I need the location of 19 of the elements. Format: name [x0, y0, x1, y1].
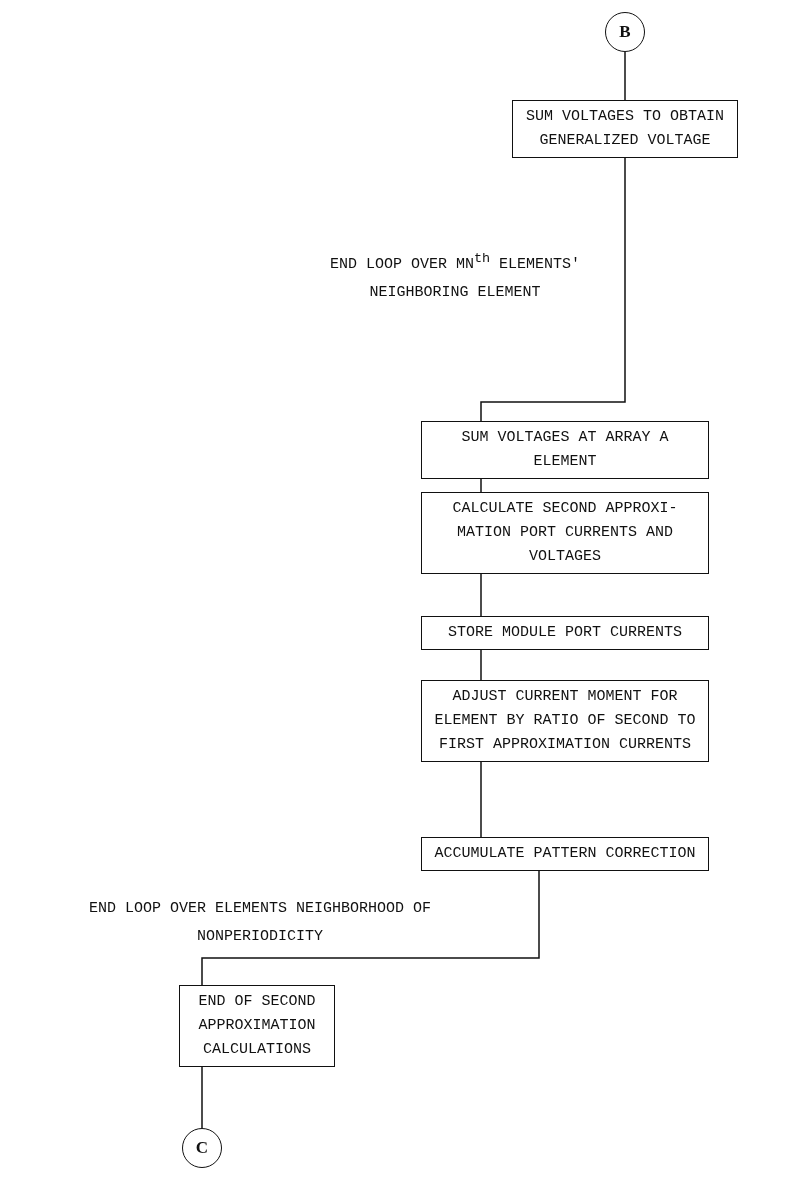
process-box: CALCULATE SECOND APPROXI- MATION PORT CURRENTS AND VOLTAGES	[421, 492, 709, 574]
process-box: SUM VOLTAGES AT ARRAY A ELEMENT	[421, 421, 709, 479]
connector-line	[480, 649, 482, 681]
process-box: ADJUST CURRENT MOMENT FOR ELEMENT BY RATIO OF SECOND TO FIRST APPROXIMATION CURRENTS	[421, 680, 709, 762]
connector-circle: B	[605, 12, 645, 52]
process-box: ACCUMULATE PATTERN CORRECTION	[421, 837, 709, 871]
connector-line	[480, 478, 482, 493]
connector-line	[480, 157, 626, 422]
connector-line	[624, 51, 626, 101]
edge-label: END LOOP OVER MN$^{th}$ ELEMENTS' NEIGHBORING ELEMENT	[328, 250, 582, 303]
connector-line	[201, 1066, 203, 1129]
connector-line	[480, 761, 482, 838]
process-box: END OF SECOND APPROXIMATION CALCULATIONS	[179, 985, 335, 1067]
process-box: STORE MODULE PORT CURRENTS	[421, 616, 709, 650]
connector-line	[201, 870, 540, 986]
connector-circle: C	[182, 1128, 222, 1168]
connector-line	[480, 573, 482, 617]
edge-label: END LOOP OVER ELEMENTS NEIGHBORHOOD OF NONPERIODICITY	[87, 899, 433, 947]
process-box: SUM VOLTAGES TO OBTAIN GENERALIZED VOLTAGE	[512, 100, 738, 158]
